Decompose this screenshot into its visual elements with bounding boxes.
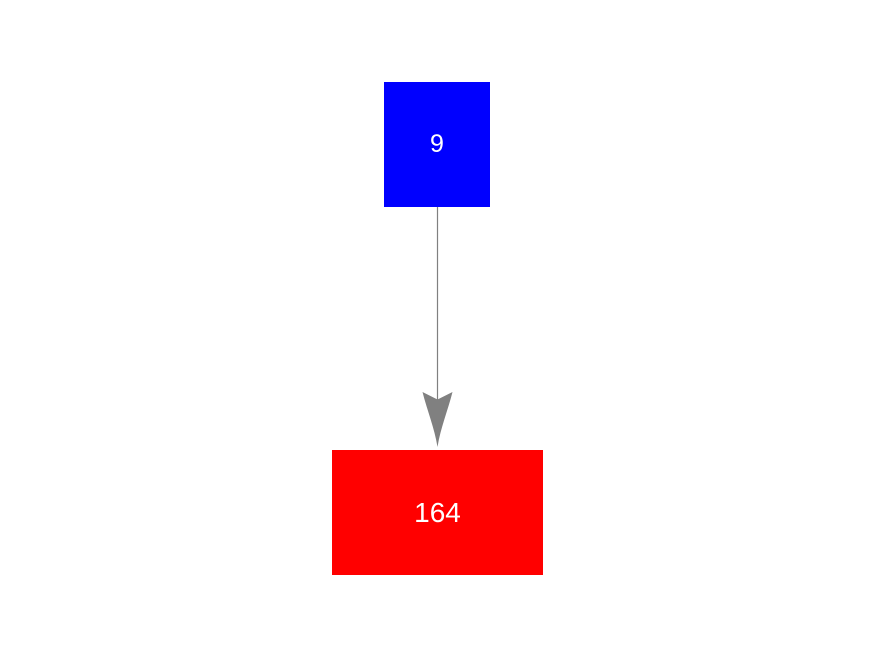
node-label: 164 [414,496,461,528]
graph-node-target: 164 [332,450,543,575]
graph-node-source: 9 [384,82,490,207]
node-label: 9 [430,130,444,158]
arrowhead-icon [422,392,453,447]
